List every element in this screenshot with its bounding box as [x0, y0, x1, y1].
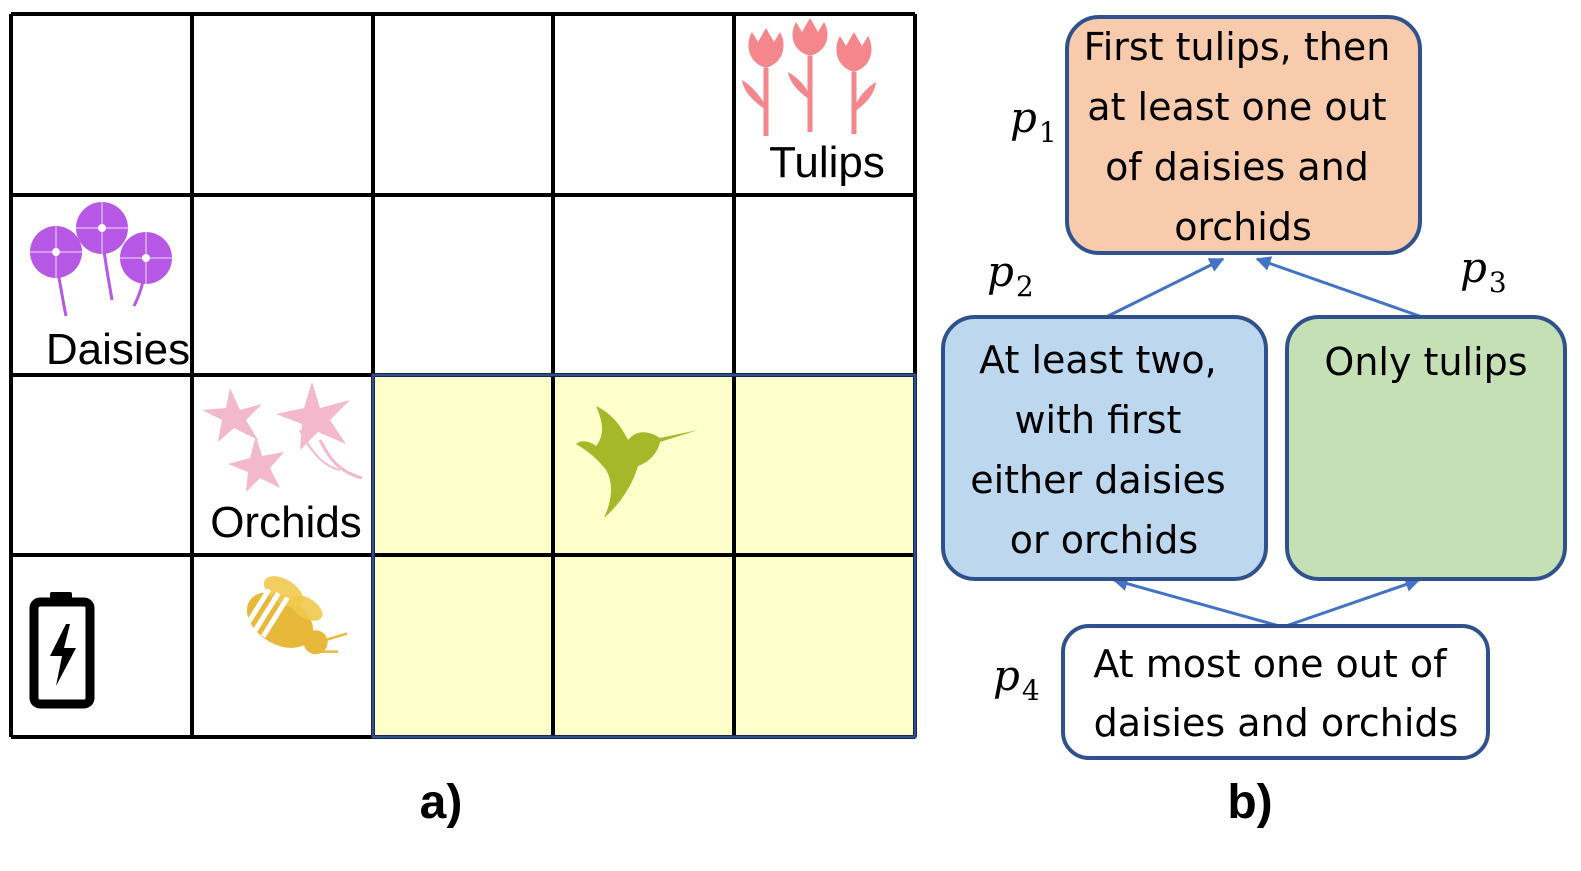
- svg-text:At least two, with fir: At least two, with first either daisies …: [970, 338, 1238, 562]
- orchids-label: Orchids: [210, 498, 362, 547]
- node-p3-line: Only tulips: [1324, 340, 1527, 384]
- arrow-p3-p1: [1255, 256, 1426, 320]
- node-label-p1: p1: [1010, 93, 1057, 149]
- node-p4-line: At most one out of: [1093, 642, 1448, 686]
- battery-icon: [29, 592, 95, 709]
- node-p2-line: At least two,: [979, 338, 1217, 382]
- arrow-p2-p1: [1103, 257, 1225, 320]
- node-p1: First tulips, then at least one out of d…: [1065, 15, 1422, 255]
- panel-a: Tulips Daisies: [9, 12, 917, 829]
- tulips-icon: [742, 18, 876, 136]
- node-p3: Only tulips: [1285, 315, 1567, 581]
- arrows: [1103, 256, 1426, 629]
- highlight-border: [371, 373, 917, 739]
- node-p4: At most one out of daisies and orchids: [1061, 624, 1490, 760]
- panel-b: First tulips, then at least one out of d…: [941, 15, 1567, 829]
- bee-icon: [245, 576, 348, 655]
- panel-b-label: b): [1227, 776, 1272, 829]
- node-p2-line: with first: [1014, 398, 1181, 442]
- node-p2-line: either daisies: [970, 458, 1226, 502]
- node-label-p2: p2: [987, 247, 1034, 303]
- node-p2-line: or orchids: [1010, 518, 1198, 562]
- tulips-label: Tulips: [769, 138, 885, 187]
- node-label-p4: p4: [993, 651, 1040, 707]
- hummingbird-icon: [576, 406, 698, 518]
- node-p1-line: First tulips, then: [1084, 25, 1391, 69]
- svg-text:First tulips, then at: First tulips, then at least one out of d…: [1084, 25, 1403, 249]
- arrow-p4-p3: [1282, 577, 1421, 629]
- svg-text:Only tulips: Only tulips: [1324, 340, 1527, 384]
- node-p1-line: orchids: [1174, 205, 1312, 249]
- svg-text:At most one out of dai: At most one out of daisies and orchids: [1093, 642, 1458, 745]
- node-p1-line: at least one out: [1087, 85, 1386, 129]
- node-p4-line: daisies and orchids: [1094, 701, 1459, 745]
- node-p1-line: of daisies and: [1105, 145, 1369, 189]
- arrow-p4-p2: [1112, 576, 1284, 629]
- node-p2: At least two, with first either daisies …: [941, 315, 1268, 581]
- orchids-icon: [202, 382, 363, 492]
- daisies-icon: [30, 202, 172, 317]
- panel-a-label: a): [420, 776, 463, 829]
- daisies-label: Daisies: [46, 325, 190, 374]
- node-label-p3: p3: [1460, 243, 1507, 299]
